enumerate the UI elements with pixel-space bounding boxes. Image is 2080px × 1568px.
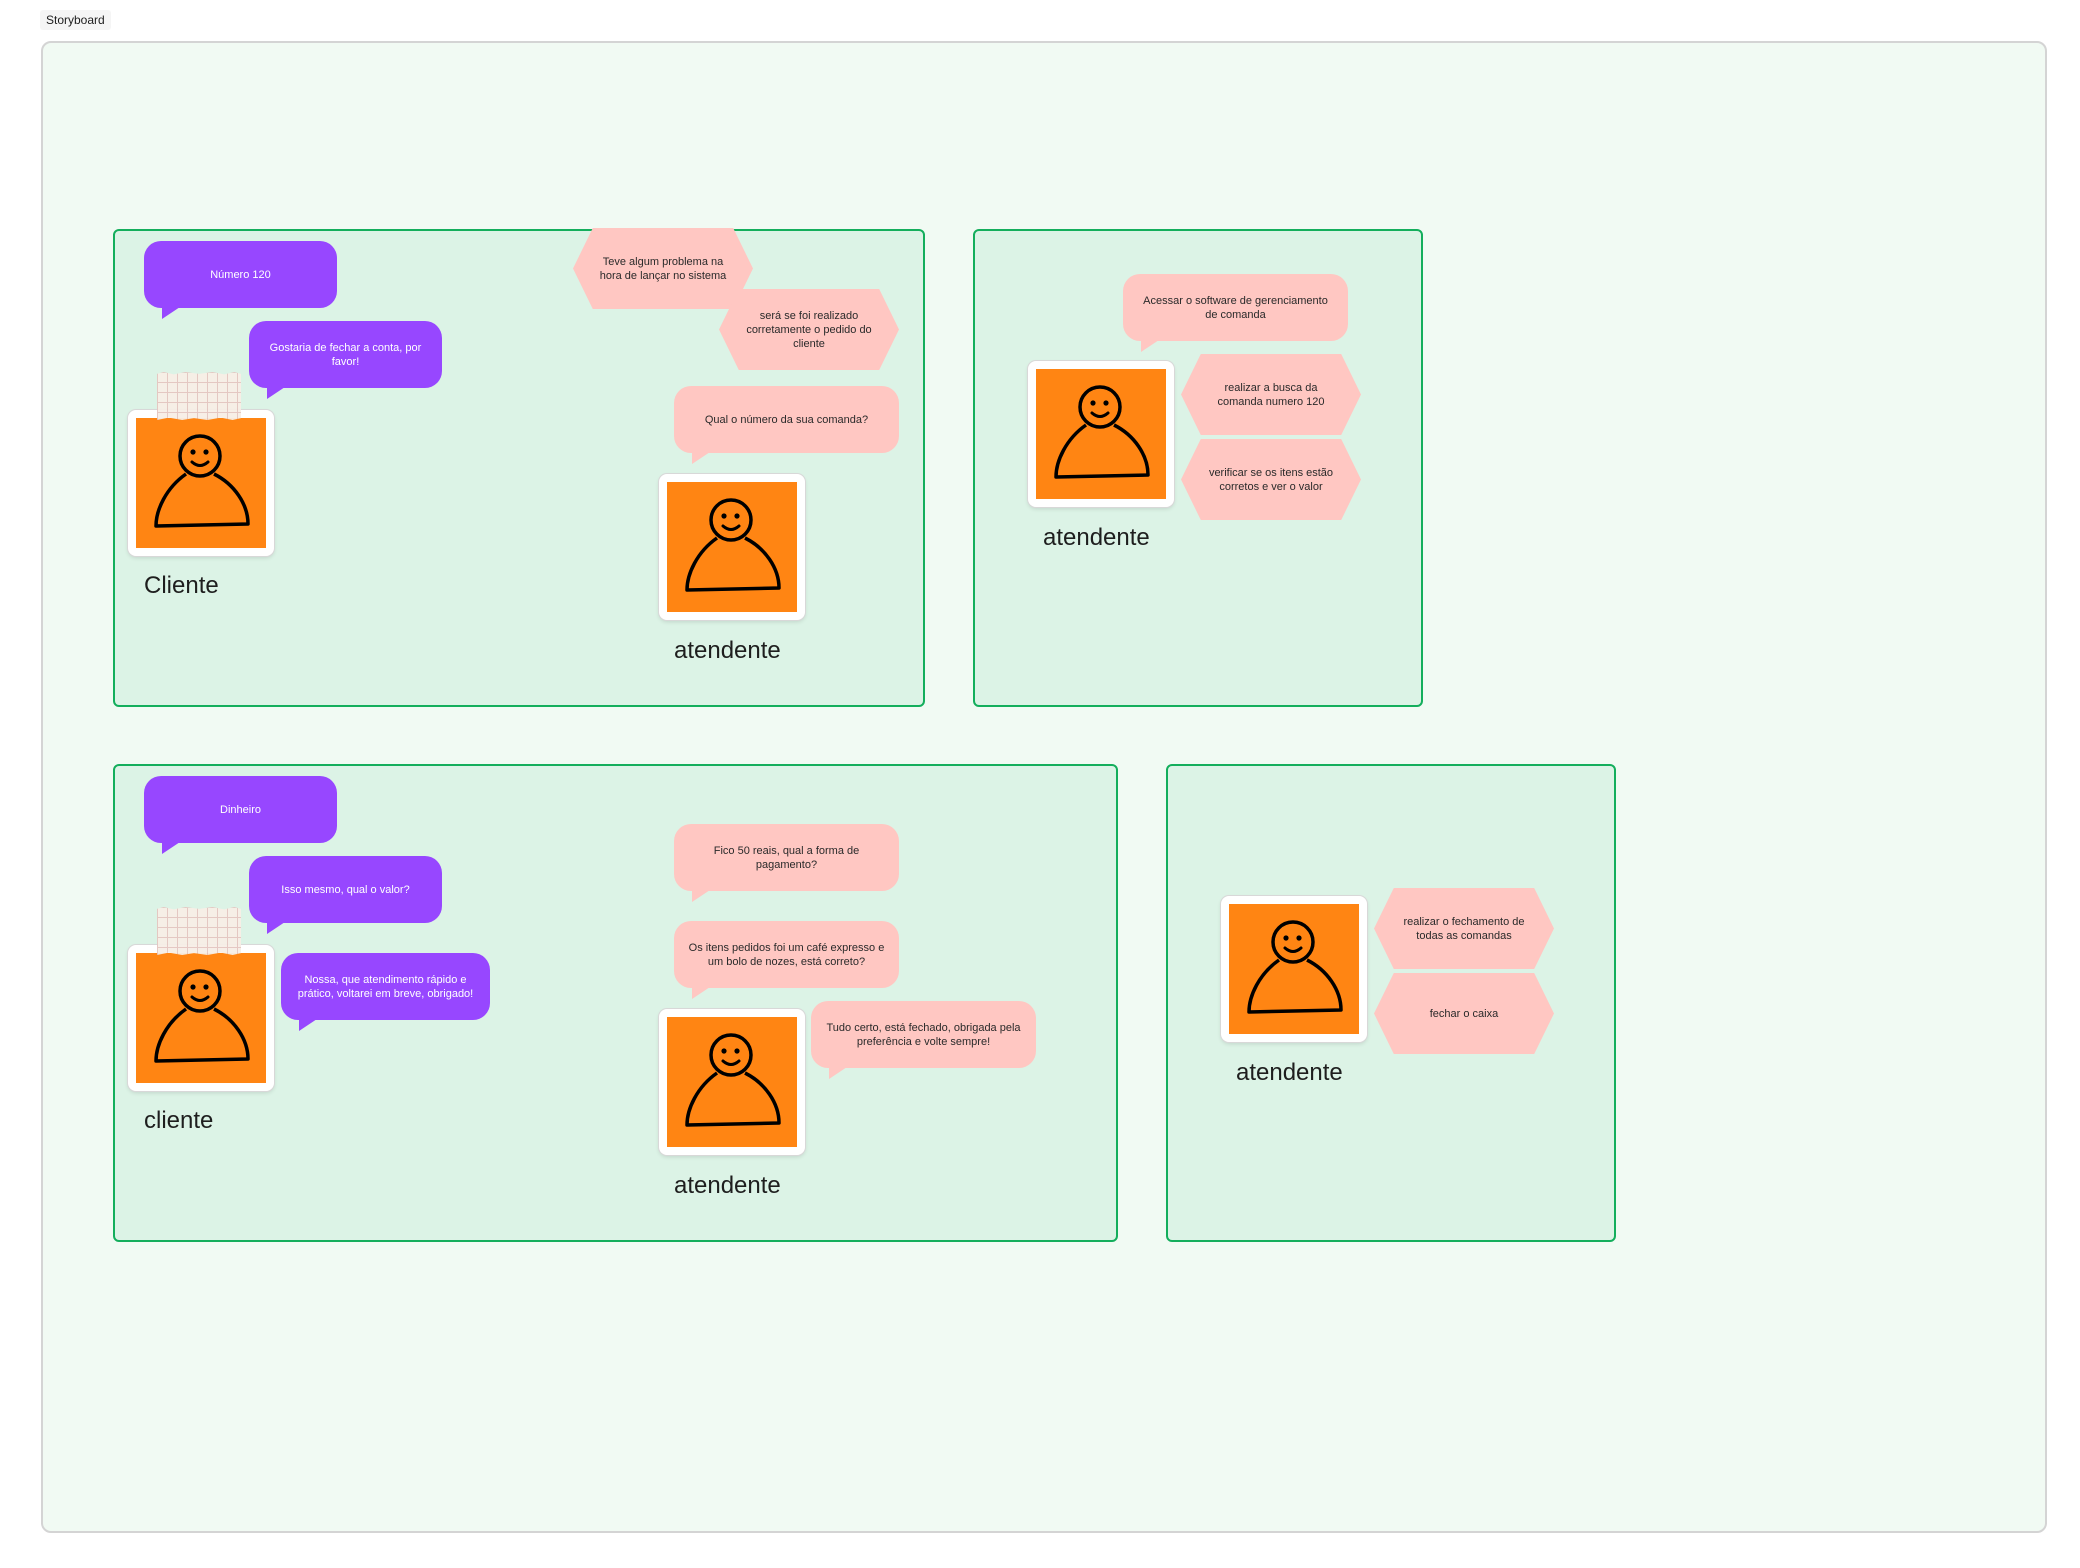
attendant-bubble-ask-number[interactable]: Qual o número da sua comanda? <box>674 386 899 464</box>
attendant-name-label[interactable]: atendente <box>674 1172 781 1199</box>
person-doodle-icon <box>154 434 250 528</box>
person-doodle-icon <box>685 1033 781 1127</box>
client-bubble-cash[interactable]: Dinheiro <box>144 776 337 854</box>
person-doodle-icon <box>1247 920 1343 1014</box>
client-name-label[interactable]: Cliente <box>144 572 219 599</box>
attendant-thought-close-orders[interactable]: realizar o fechamento de todas as comand… <box>1374 888 1554 969</box>
attendant-bubble-farewell[interactable]: Tudo certo, está fechado, obrigada pela … <box>811 1001 1036 1079</box>
attendant-thought-system-problem[interactable]: Teve algum problema na hora de lançar no… <box>573 228 753 309</box>
attendant-name-label[interactable]: atendente <box>1043 524 1150 551</box>
person-doodle-icon <box>685 498 781 592</box>
client-avatar[interactable] <box>128 945 274 1091</box>
attendant-name-label[interactable]: atendente <box>1236 1059 1343 1086</box>
attendant-avatar[interactable] <box>1028 361 1174 507</box>
attendant-bubble-access-software[interactable]: Acessar o software de gerenciamento de c… <box>1123 274 1348 352</box>
attendant-avatar[interactable] <box>659 474 805 620</box>
tape-decoration <box>157 907 241 955</box>
attendant-bubble-confirm-items[interactable]: Os itens pedidos foi um café expresso e … <box>674 921 899 999</box>
person-doodle-icon <box>1054 385 1150 479</box>
attendant-bubble-price[interactable]: Fico 50 reais, qual a forma de pagamento… <box>674 824 899 902</box>
attendant-avatar[interactable] <box>659 1009 805 1155</box>
section-label[interactable]: Storyboard <box>40 10 111 30</box>
person-doodle-icon <box>154 969 250 1063</box>
attendant-avatar[interactable] <box>1221 896 1367 1042</box>
client-bubble-thanks[interactable]: Nossa, que atendimento rápido e prático,… <box>281 953 490 1031</box>
client-bubble-close-bill[interactable]: Gostaria de fechar a conta, por favor! <box>249 321 442 399</box>
client-bubble-ask-value[interactable]: Isso mesmo, qual o valor? <box>249 856 442 934</box>
attendant-thought-verify-items[interactable]: verificar se os itens estão corretos e v… <box>1181 439 1361 520</box>
client-bubble-number[interactable]: Número 120 <box>144 241 337 319</box>
tape-decoration <box>157 372 241 420</box>
client-name-label[interactable]: cliente <box>144 1107 214 1134</box>
attendant-thought-search-order[interactable]: realizar a busca da comanda numero 120 <box>1181 354 1361 435</box>
client-avatar[interactable] <box>128 410 274 556</box>
attendant-name-label[interactable]: atendente <box>674 637 781 664</box>
attendant-thought-order-check[interactable]: será se foi realizado corretamente o ped… <box>719 289 899 370</box>
attendant-thought-close-register[interactable]: fechar o caixa <box>1374 973 1554 1054</box>
